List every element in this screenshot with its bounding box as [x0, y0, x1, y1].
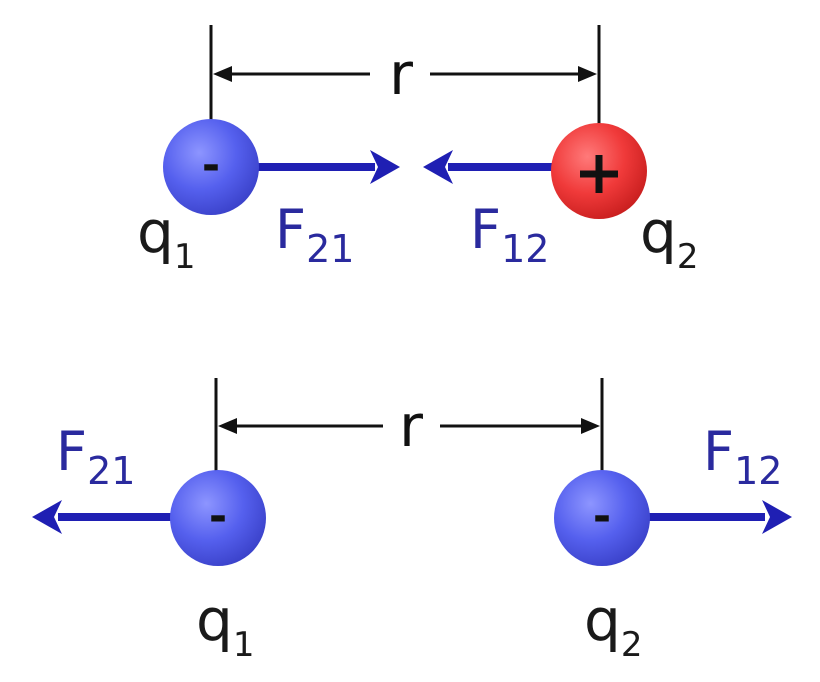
top-dimension-arrowhead-left: [213, 66, 232, 82]
top-force-arrow-f21: [258, 150, 400, 184]
bottom-charge-q1-sign: -: [209, 491, 227, 542]
top-f21-label: F21: [275, 198, 354, 271]
bottom-q1-label: q1: [196, 586, 254, 665]
top-charge-q1-sign: -: [202, 140, 220, 191]
top-charge-q1: -: [163, 119, 259, 215]
bottom-f12-label: F12: [703, 420, 782, 493]
top-scene: r - + q1 F21: [137, 25, 698, 277]
bottom-scene: r - - F21 q1 F12 q2: [32, 378, 792, 665]
bottom-f21-label: F21: [56, 420, 135, 493]
top-distance-label: r: [389, 40, 413, 108]
top-dimension-arrowhead-right: [578, 66, 597, 82]
bottom-force-arrow-f12: [645, 500, 792, 534]
top-q2-label: q2: [640, 198, 698, 277]
top-f12-label: F12: [470, 198, 549, 271]
bottom-q2-label: q2: [584, 586, 642, 665]
top-distance-dimension: [209, 25, 601, 125]
bottom-charge-q1: -: [170, 470, 266, 566]
bottom-dimension-arrowhead-right: [581, 418, 600, 434]
bottom-charge-q2-sign: -: [593, 491, 611, 542]
top-charge-q2: +: [551, 123, 647, 219]
bottom-charge-q2: -: [554, 470, 650, 566]
bottom-distance-dimension: [214, 378, 604, 478]
plus-icon: [580, 155, 618, 193]
top-q1-label: q1: [137, 198, 195, 277]
bottom-dimension-arrowhead-left: [218, 418, 237, 434]
bottom-force-arrow-f21: [32, 500, 175, 534]
top-force-arrow-f12: [423, 150, 560, 184]
bottom-distance-label: r: [399, 392, 423, 460]
